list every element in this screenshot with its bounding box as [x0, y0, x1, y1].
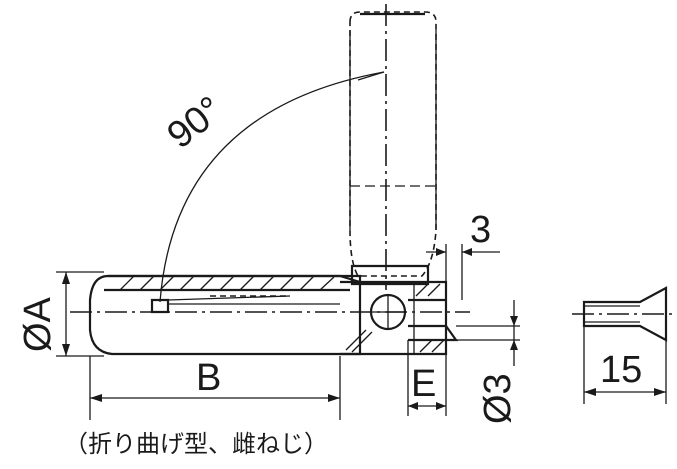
label-dia-a: ØA — [17, 296, 59, 352]
arm-hatching — [119, 275, 335, 291]
label-dim-e: E — [411, 363, 436, 405]
caption: （折り曲げ型、雌ねじ） — [64, 430, 328, 458]
hub-joint — [340, 280, 459, 356]
dimension-dia-a — [56, 271, 104, 357]
grip-handle — [349, 4, 437, 290]
fold-arc — [159, 71, 385, 303]
label-dim-b: B — [196, 357, 221, 399]
dimension-b — [89, 356, 341, 420]
label-dim-3: 3 — [470, 209, 491, 251]
label-dim-15: 15 — [600, 349, 642, 391]
dimension-dia-3 — [456, 300, 520, 366]
dimension-e — [407, 340, 447, 416]
folded-arm — [70, 274, 470, 356]
label-dia-3: Ø3 — [477, 373, 519, 424]
label-angle: 90° — [160, 89, 231, 157]
dimension-3 — [426, 244, 500, 300]
screw-detail — [572, 286, 674, 404]
